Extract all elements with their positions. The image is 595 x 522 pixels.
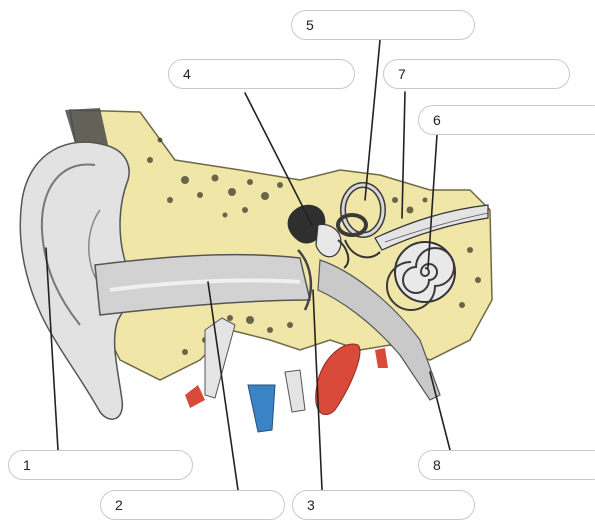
label-box-1[interactable]: 1 [8, 450, 193, 480]
label-number: 1 [23, 457, 31, 473]
internal-jugular-vein [248, 385, 275, 432]
label-number: 6 [433, 112, 441, 128]
leader-line-8 [430, 372, 450, 450]
label-box-3[interactable]: 3 [292, 490, 475, 520]
label-box-2[interactable]: 2 [100, 490, 285, 520]
label-number: 2 [115, 497, 123, 513]
internal-carotid-artery [316, 344, 360, 415]
label-number: 3 [307, 497, 315, 513]
label-box-7[interactable]: 7 [383, 59, 570, 89]
label-box-6[interactable]: 6 [418, 105, 595, 135]
label-number: 8 [433, 457, 441, 473]
label-number: 4 [183, 66, 191, 82]
label-box-8[interactable]: 8 [418, 450, 595, 480]
label-number: 7 [398, 66, 406, 82]
label-box-5[interactable]: 5 [291, 10, 475, 40]
label-box-4[interactable]: 4 [168, 59, 355, 89]
label-number: 5 [306, 17, 314, 33]
